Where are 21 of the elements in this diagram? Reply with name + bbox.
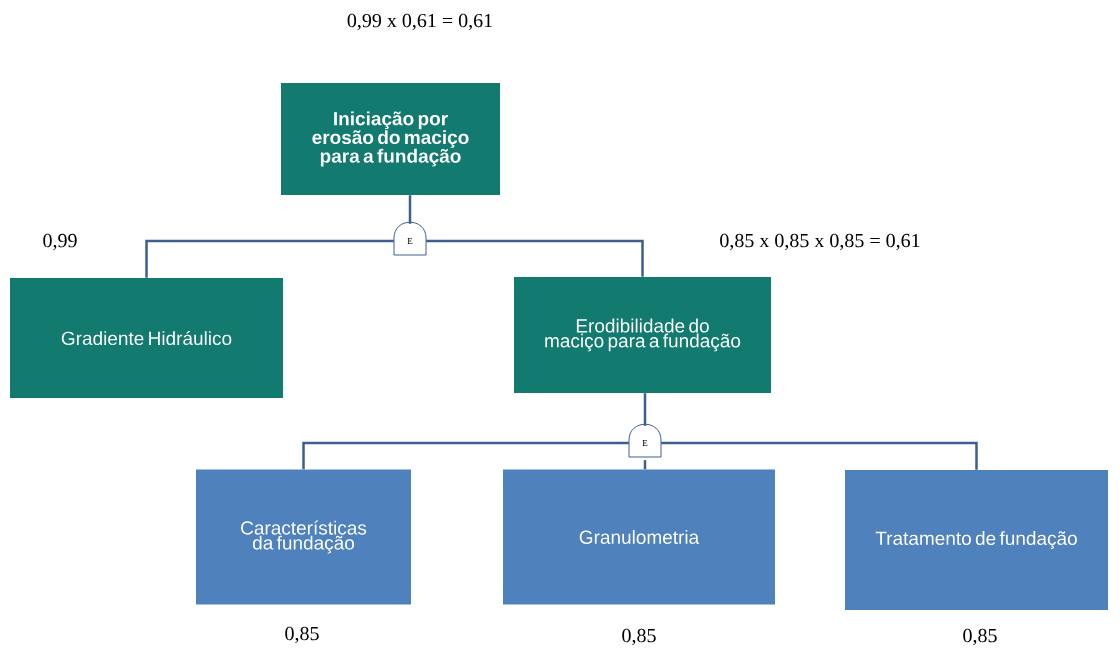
- connector-line: [302, 441, 629, 470]
- process-box: Granulometria: [503, 469, 775, 605]
- connector-line: [643, 393, 647, 426]
- and-gate: E: [393, 221, 427, 256]
- and-gate: E: [628, 423, 662, 458]
- connector-line: [426, 239, 644, 277]
- probability-label: 0,85 x 0,85 x 0,85 = 0,61: [720, 233, 920, 251]
- probability-label: 0,85: [963, 628, 997, 646]
- connector-line: [643, 460, 647, 470]
- process-box: Iniciação por erosão do maciço para a fundação: [281, 83, 500, 195]
- probability-label: 0,85: [285, 626, 319, 644]
- process-box: Erodibilidade do maciço para a fundação: [514, 277, 771, 393]
- process-box: Tratamento de fundação: [845, 470, 1108, 610]
- probability-label: 0,99 x 0,61 = 0,61: [347, 13, 492, 31]
- process-box: Características da fundação: [196, 469, 411, 605]
- connector-line: [661, 441, 978, 470]
- process-box: Gradiente Hidráulico: [10, 278, 283, 398]
- probability-label: 0,99: [43, 233, 77, 251]
- connector-line: [145, 239, 394, 278]
- connector-line: [408, 195, 412, 224]
- probability-label: 0,85: [622, 628, 656, 646]
